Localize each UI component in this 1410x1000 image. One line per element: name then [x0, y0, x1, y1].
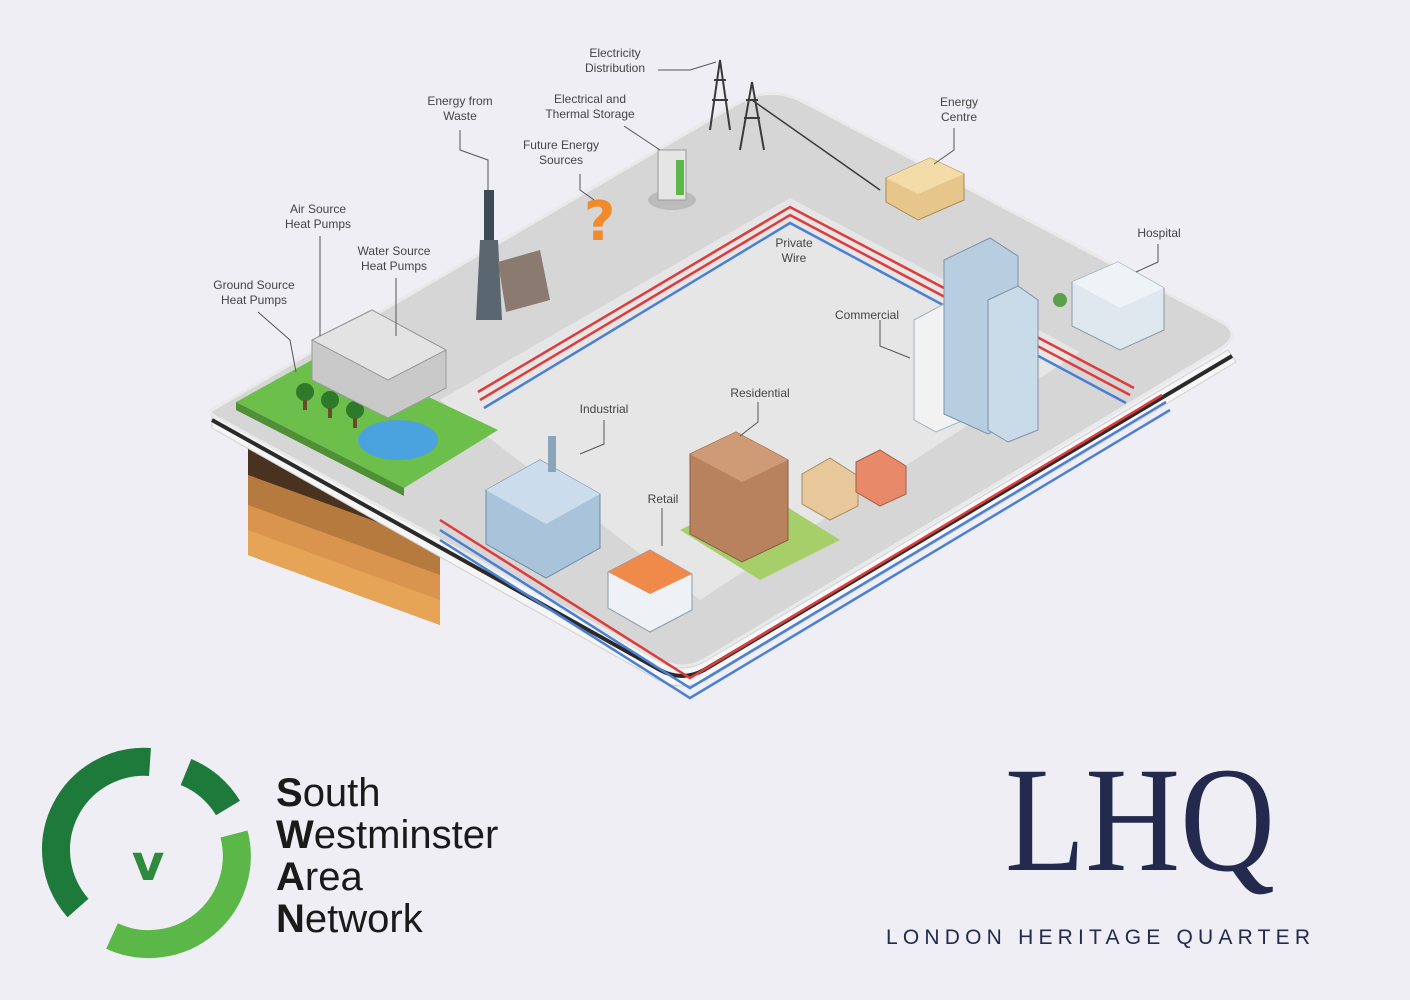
label-industrial: Industrial [579, 402, 629, 416]
lhq-monogram: LHQ [1005, 737, 1275, 903]
label-electricity-distribution: Electricity Distribution [584, 46, 646, 75]
svg-text:LHQ: LHQ [1005, 737, 1275, 903]
swan-line-network: Network [276, 897, 423, 941]
label-future-energy-sources: Future Energy Sources [522, 138, 600, 167]
electricity-pylons [709, 59, 881, 191]
question-mark-icon: ? [584, 190, 615, 253]
label-energy-centre: Energy Centre [939, 95, 979, 124]
thermal-storage-tank [648, 149, 696, 210]
label-air-source-heat-pumps: Air Source Heat Pumps [284, 202, 352, 231]
ground-source-site [236, 309, 498, 496]
label-leader-lines [257, 61, 1159, 546]
residential-area [680, 431, 907, 580]
label-residential: Residential [730, 386, 790, 400]
label-private-wire: Private Wire [775, 236, 813, 265]
water-pond [358, 420, 438, 460]
swan-line-area: Area [276, 855, 363, 899]
swan-line-westminster: Westminster [276, 813, 499, 857]
swan-line-south: South [276, 771, 381, 815]
label-ground-source-heat-pumps: Ground Source Heat Pumps [213, 278, 295, 307]
retail-shop [607, 549, 693, 633]
industrial-building [485, 436, 601, 579]
label-commercial: Commercial [834, 308, 899, 322]
energy-centre-building [885, 157, 965, 221]
lhq-tagline: LONDON HERITAGE QUARTER [886, 926, 1316, 949]
swan-wordmark: South Westminster Area Network [276, 772, 498, 940]
label-hospital: Hospital [1137, 226, 1181, 240]
swan-logo-icon: v [42, 747, 251, 959]
label-retail: Retail [647, 492, 679, 506]
label-energy-from-waste: Energy from Waste [427, 94, 493, 123]
energy-from-waste-plant [476, 190, 550, 320]
hospital-building [1053, 261, 1165, 351]
commercial-towers [913, 237, 1039, 443]
label-electrical-thermal-storage: Electrical and Thermal Storage [545, 92, 635, 121]
svg-text:v: v [132, 834, 165, 892]
label-water-source-heat-pumps: Water Source Heat Pumps [357, 244, 431, 273]
